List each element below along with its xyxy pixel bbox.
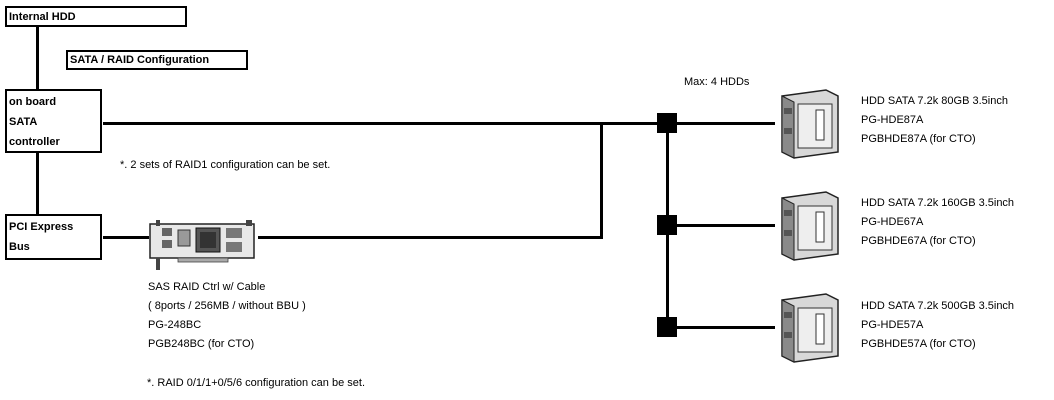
junction-node [657, 113, 677, 133]
drive-line: PG-HDE57A [861, 316, 1014, 335]
connector-line [36, 26, 39, 90]
internal-hdd-box: Internal HDD [5, 6, 187, 27]
sata-raid-config-label: SATA / RAID Configuration [70, 52, 209, 68]
hdd-drive-image [776, 292, 840, 364]
drive-line: HDD SATA 7.2k 500GB 3.5inch [861, 297, 1014, 316]
drive-line: HDD SATA 7.2k 80GB 3.5inch [861, 92, 1008, 111]
drive-description: HDD SATA 7.2k 160GB 3.5inch PG-HDE67A PG… [861, 194, 1014, 251]
hdd-drive-image [776, 88, 840, 160]
drive-line: PGBHDE87A (for CTO) [861, 130, 1008, 149]
hdd-drive-image [776, 190, 840, 262]
drive-line: PGBHDE57A (for CTO) [861, 335, 1014, 354]
internal-hdd-label: Internal HDD [9, 9, 76, 25]
raid-card-to-bus-line [258, 236, 603, 239]
pci-to-raid-card-line [103, 236, 149, 239]
drive-line: PG-HDE87A [861, 111, 1008, 130]
raid-levels-note: *. RAID 0/1/1+0/5/6 configuration can be… [147, 375, 365, 391]
raid-card-line: SAS RAID Ctrl w/ Cable [148, 278, 306, 297]
raid-card-riser-line [600, 122, 603, 239]
drive-line: HDD SATA 7.2k 160GB 3.5inch [861, 194, 1014, 213]
raid1-note: *. 2 sets of RAID1 configuration can be … [120, 157, 330, 173]
pci-express-bus-box: PCI Express Bus [5, 214, 102, 260]
drive-description: HDD SATA 7.2k 500GB 3.5inch PG-HDE57A PG… [861, 297, 1014, 354]
drive-line: PG-HDE67A [861, 213, 1014, 232]
raid-card-line: PGB248BC (for CTO) [148, 335, 306, 354]
drive-branch-line [667, 224, 775, 227]
connector-line [36, 152, 39, 214]
junction-node [657, 317, 677, 337]
raid-card-description: SAS RAID Ctrl w/ Cable ( 8ports / 256MB … [148, 278, 306, 354]
onboard-sata-controller-label: on board SATA controller [9, 92, 60, 152]
raid-card-line: PG-248BC [148, 316, 306, 335]
drive-line: PGBHDE67A (for CTO) [861, 232, 1014, 251]
raid-card-line: ( 8ports / 256MB / without BBU ) [148, 297, 306, 316]
pci-express-bus-label: PCI Express Bus [9, 217, 73, 257]
raid-card-image [148, 218, 260, 270]
drive-branch-line [667, 326, 775, 329]
max-hdds-label: Max: 4 HDDs [684, 74, 749, 90]
onboard-sata-controller-box: on board SATA controller [5, 89, 102, 153]
drive-description: HDD SATA 7.2k 80GB 3.5inch PG-HDE87A PGB… [861, 92, 1008, 149]
sata-raid-config-box: SATA / RAID Configuration [66, 50, 248, 70]
junction-node [657, 215, 677, 235]
